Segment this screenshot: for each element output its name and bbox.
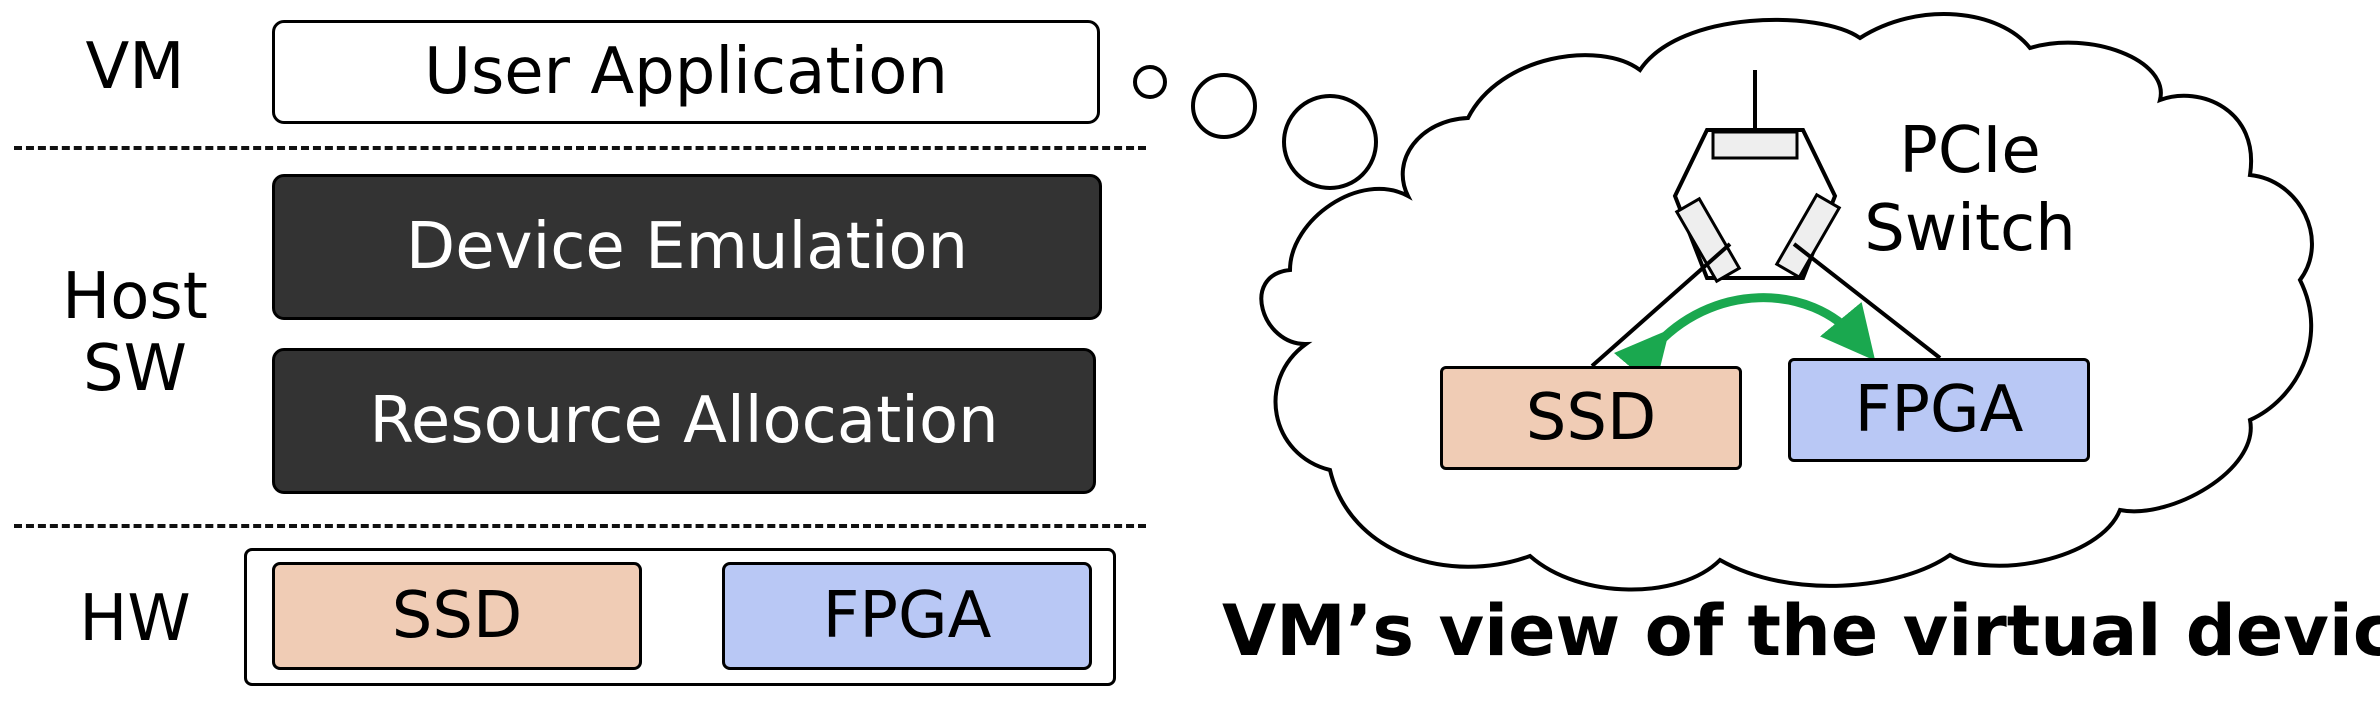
- virtual-ssd-label: SSD: [1525, 381, 1657, 455]
- resource-allocation-box: Resource Allocation: [272, 348, 1096, 494]
- hw-layer-label: HW: [79, 582, 191, 656]
- user-application-box: User Application: [272, 20, 1100, 124]
- host-label-line1: Host: [62, 260, 208, 334]
- pcie-switch-line2: Switch: [1864, 192, 2076, 267]
- user-application-label: User Application: [424, 35, 948, 109]
- virtual-fpga-label: FPGA: [1854, 373, 2024, 447]
- hw-ssd-label: SSD: [391, 579, 523, 653]
- thought-bubble-large: [1282, 94, 1378, 190]
- switch-port-right: [1774, 192, 1842, 280]
- thought-bubble-medium: [1191, 73, 1257, 139]
- figure-caption: VM’s view of the virtual devices: [1222, 590, 2380, 672]
- device-emulation-label: Device Emulation: [405, 210, 969, 284]
- switch-port-left: [1674, 196, 1742, 284]
- host-label-line2: SW: [83, 331, 187, 406]
- hw-fpga-label: FPGA: [822, 579, 992, 653]
- divider-vm-host: [14, 146, 1146, 150]
- device-emulation-box: Device Emulation: [272, 174, 1102, 320]
- pcie-switch-line1: PCIe: [1899, 114, 2041, 188]
- virtual-ssd-box: SSD: [1440, 366, 1742, 470]
- pcie-switch-label: PCIe Switch: [1850, 112, 2090, 268]
- vm-layer-label: VM: [85, 30, 185, 104]
- thought-bubble-small: [1133, 65, 1167, 99]
- virtual-fpga-box: FPGA: [1788, 358, 2090, 462]
- resource-allocation-label: Resource Allocation: [369, 384, 999, 458]
- hw-ssd-box: SSD: [272, 562, 642, 670]
- divider-host-hw: [14, 524, 1146, 528]
- host-sw-layer-label: Host SW: [50, 260, 220, 406]
- switch-port-top: [1711, 130, 1799, 160]
- link-switch-fpga: [1792, 242, 1942, 360]
- hw-fpga-box: FPGA: [722, 562, 1092, 670]
- peer-to-peer-arrow: [1613, 293, 1876, 389]
